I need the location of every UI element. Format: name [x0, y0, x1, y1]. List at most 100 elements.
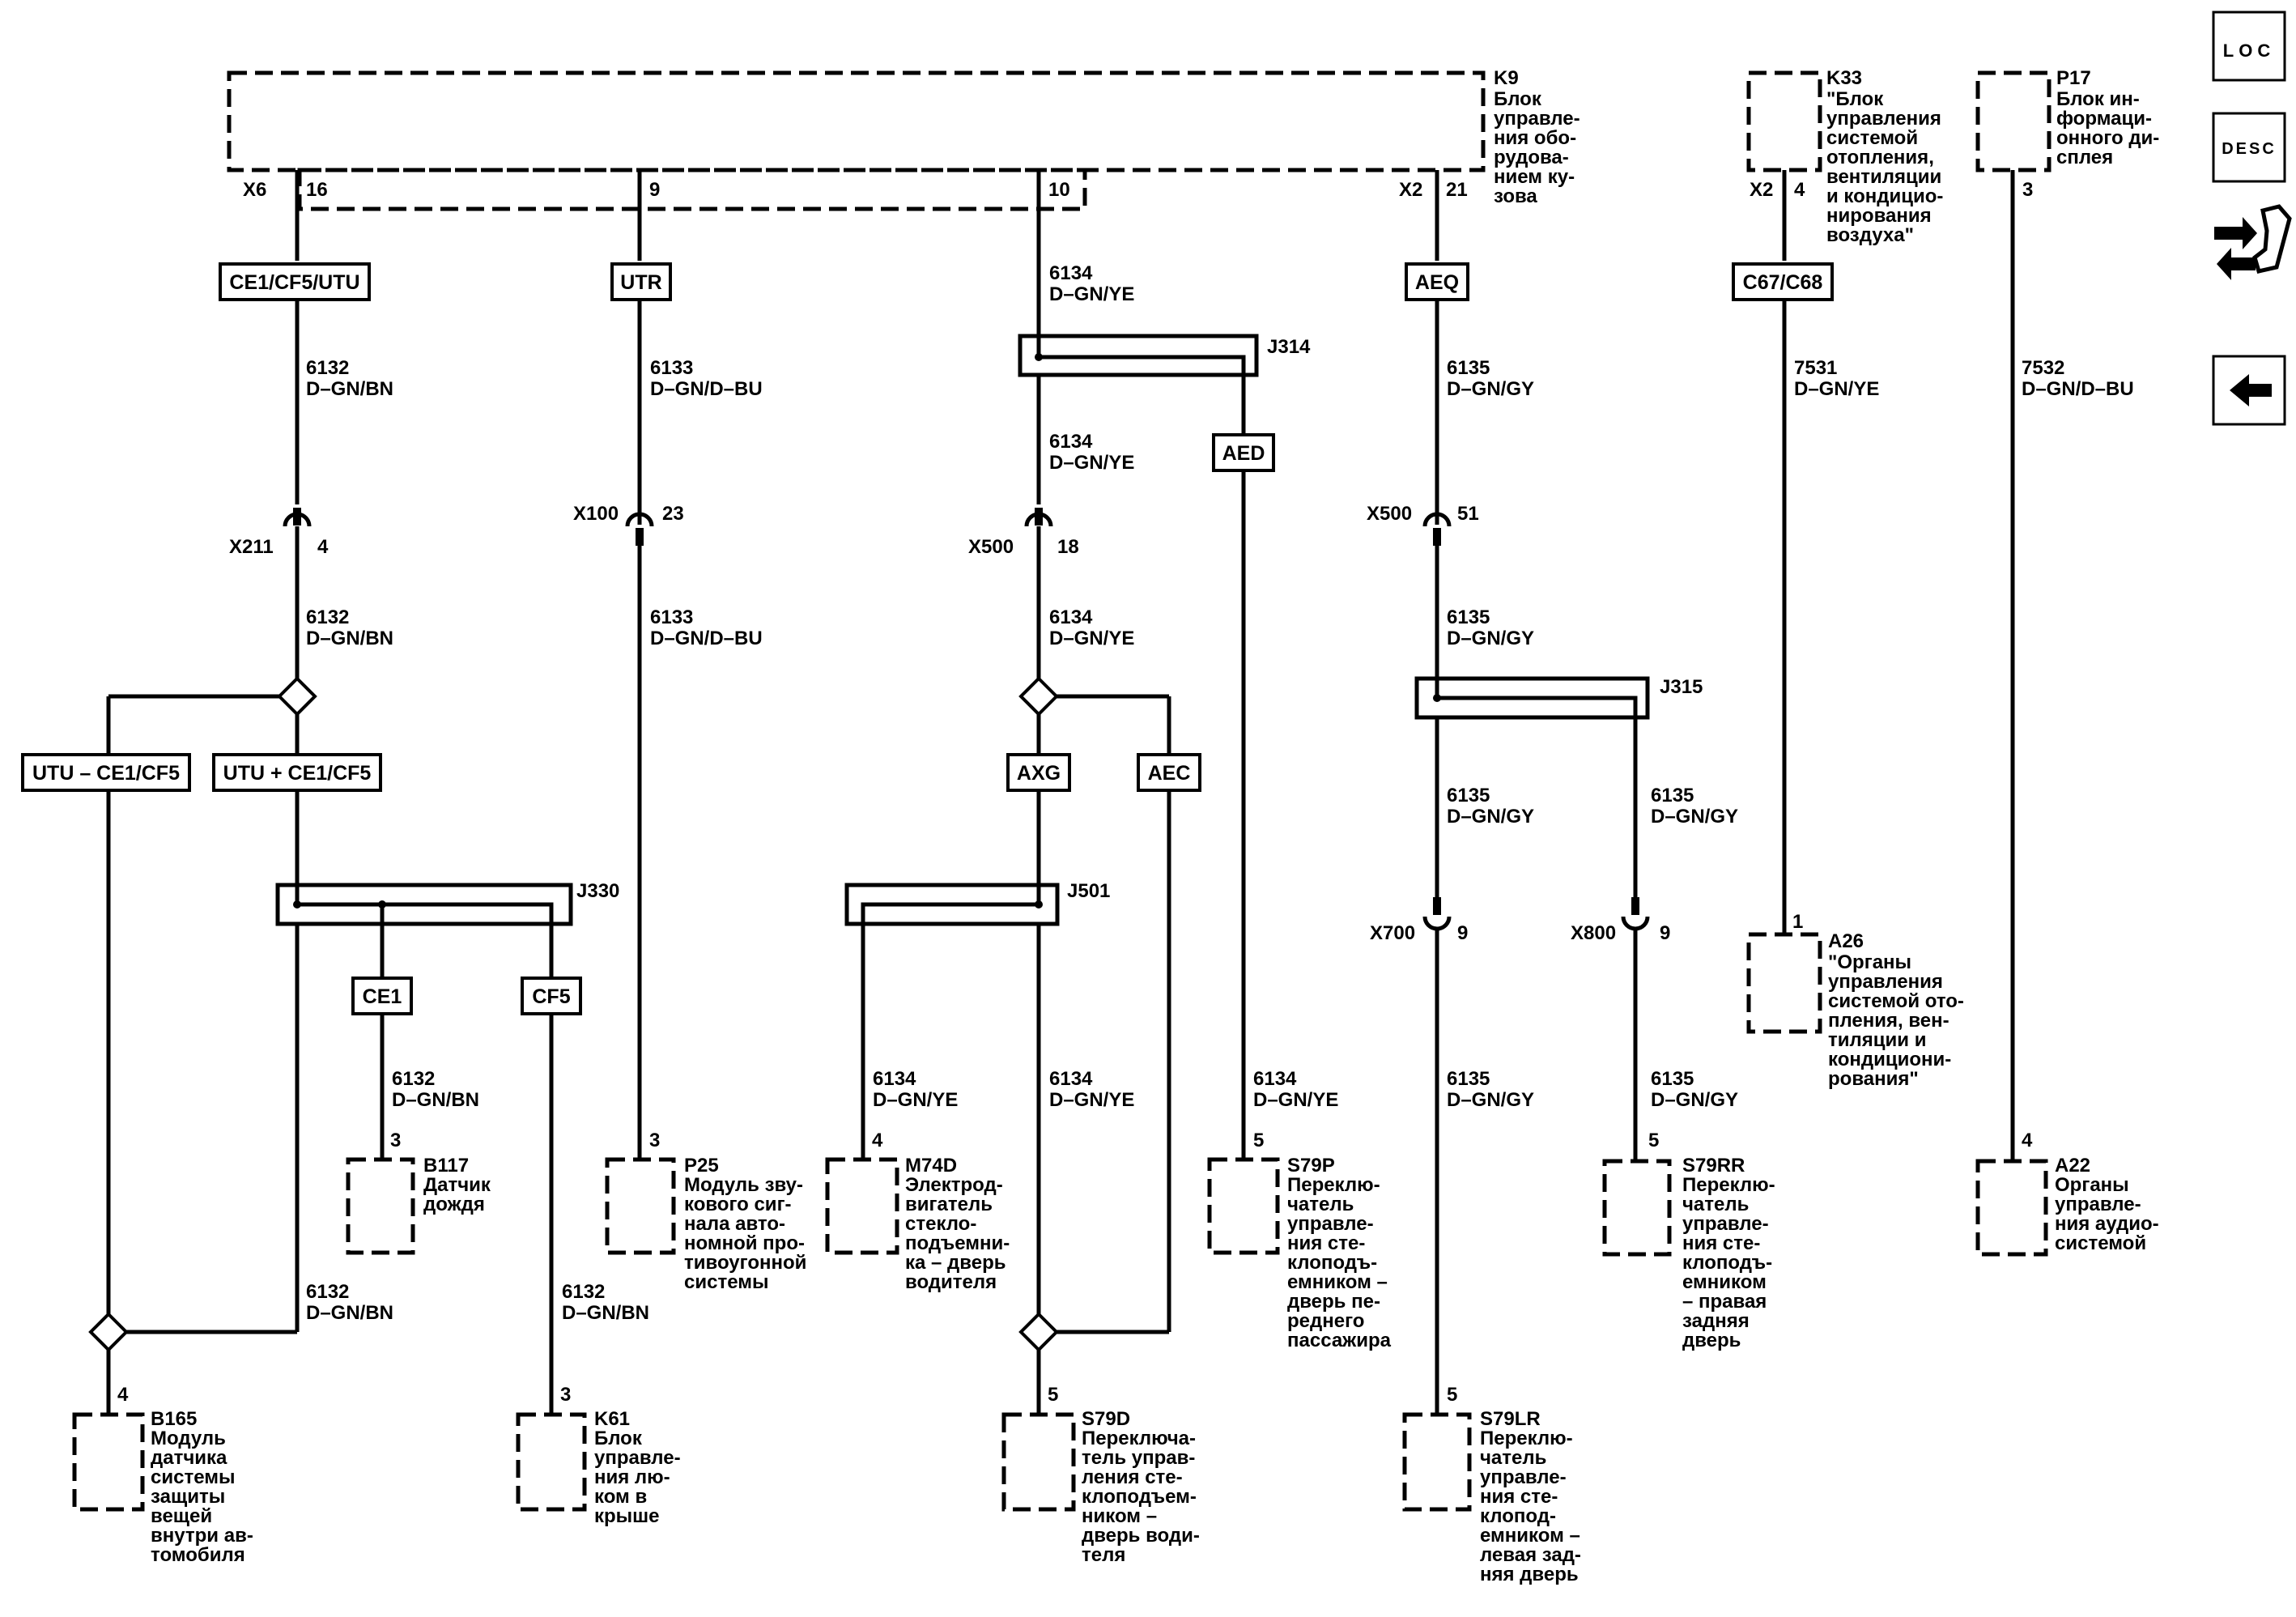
splice-label-j314: J314	[1267, 336, 1311, 358]
connector-x500-51-symbol	[1422, 512, 1452, 527]
component-k61-box[interactable]	[516, 1412, 587, 1512]
svg-text:AXG: AXG	[1017, 762, 1061, 785]
pin-label-x500-51: 51	[1457, 503, 1479, 525]
svg-text:D–GN/YE: D–GN/YE	[1253, 1089, 1338, 1111]
pin-label-s79d: 5	[1048, 1384, 1058, 1406]
component-s79p-box[interactable]	[1207, 1157, 1280, 1255]
svg-text:внутри ав-: внутри ав-	[151, 1525, 253, 1547]
svg-text:клоподъем-: клоподъем-	[1082, 1486, 1197, 1508]
svg-text:A26: A26	[1828, 930, 1864, 952]
component-p25-box[interactable]	[605, 1157, 676, 1255]
svg-text:D–GN/BN: D–GN/BN	[562, 1302, 649, 1324]
pin-label-x500-18: 18	[1057, 536, 1079, 558]
svg-text:и кондицио-: и кондицио-	[1826, 185, 1943, 207]
svg-text:Блок: Блок	[1494, 88, 1542, 110]
loc-button[interactable]: LOC	[2212, 11, 2286, 82]
svg-text:6134: 6134	[1049, 262, 1093, 284]
svg-text:A22: A22	[2055, 1155, 2090, 1177]
desc-button[interactable]: DESC	[2212, 112, 2286, 183]
svg-text:водителя: водителя	[905, 1271, 997, 1293]
svg-text:6133: 6133	[650, 357, 693, 379]
svg-text:D–GN/YE: D–GN/YE	[1049, 452, 1134, 474]
svg-text:AED: AED	[1222, 442, 1265, 465]
svg-text:формаци-: формаци-	[2056, 108, 2152, 130]
svg-text:левая зад-: левая зад-	[1480, 1544, 1581, 1566]
svg-text:емником –: емником –	[1480, 1525, 1580, 1547]
svg-text:томобиля: томобиля	[151, 1544, 245, 1566]
option-box-ce1	[351, 977, 413, 1015]
component-b117-box[interactable]	[346, 1157, 415, 1255]
connector-label-x6: X6	[243, 179, 266, 201]
svg-text:6135: 6135	[1447, 357, 1490, 379]
component-m74d-box[interactable]	[825, 1157, 899, 1255]
splice-label-j501: J501	[1067, 880, 1110, 902]
splice-diamond-6132-top	[277, 676, 317, 717]
svg-text:6132: 6132	[306, 1281, 349, 1303]
svg-text:– правая: – правая	[1682, 1291, 1767, 1313]
svg-text:реднего: реднего	[1287, 1310, 1364, 1332]
svg-text:рудова-: рудова-	[1494, 147, 1569, 168]
svg-text:управле-: управле-	[1682, 1213, 1769, 1235]
svg-text:дождя: дождя	[423, 1194, 485, 1215]
pin-label-k61: 3	[560, 1384, 571, 1406]
svg-text:Переклю-: Переклю-	[1682, 1174, 1775, 1196]
svg-text:6134: 6134	[1049, 431, 1093, 453]
svg-text:системой ото-: системой ото-	[1828, 990, 1964, 1012]
svg-text:кового сиг-: кового сиг-	[684, 1194, 792, 1215]
splice-label-j315: J315	[1660, 676, 1703, 698]
svg-text:тивоугонной: тивоугонной	[684, 1252, 806, 1274]
pin-label-x800: 9	[1660, 922, 1670, 944]
svg-text:K61: K61	[594, 1408, 630, 1430]
svg-text:отопления,: отопления,	[1826, 147, 1934, 168]
component-a26-label: A26 "Органы управления системой ото- пле…	[1828, 930, 1964, 1090]
pin-label-x700: 9	[1457, 922, 1468, 944]
component-s79d-box[interactable]	[1001, 1412, 1076, 1512]
svg-text:ния обо-: ния обо-	[1494, 127, 1576, 149]
svg-text:ния аудио-: ния аудио-	[2055, 1213, 2159, 1235]
option-box-utu-minus	[21, 753, 191, 792]
svg-text:пассажира: пассажира	[1287, 1330, 1392, 1351]
svg-text:рования": рования"	[1828, 1068, 1919, 1090]
component-a22-box[interactable]	[1975, 1159, 2048, 1257]
svg-text:6134: 6134	[1253, 1068, 1297, 1090]
component-s79rr-box[interactable]	[1602, 1159, 1672, 1257]
circuit-6134: 6134 D–GN/YE J314 6134 D–GN/YE AED 6134 …	[844, 170, 1338, 1413]
component-b165-box[interactable]	[72, 1412, 145, 1512]
svg-text:"Органы: "Органы	[1828, 951, 1911, 973]
svg-text:D–GN/BN: D–GN/BN	[306, 1302, 393, 1324]
splice-label-j330: J330	[576, 880, 619, 902]
svg-text:6135: 6135	[1447, 785, 1490, 806]
svg-text:D–GN/YE: D–GN/YE	[1049, 628, 1134, 649]
back-button[interactable]	[2212, 355, 2286, 426]
svg-text:Переключа-: Переключа-	[1082, 1428, 1196, 1449]
svg-text:вигатель: вигатель	[905, 1194, 993, 1215]
option-box-aec	[1137, 753, 1201, 792]
pin-label-k33-4: 4	[1794, 179, 1805, 201]
back-arrow-icon	[2230, 374, 2272, 406]
connector-label-x500-1: X500	[968, 536, 1014, 558]
svg-text:6135: 6135	[1651, 785, 1694, 806]
component-s79rr-label: S79RR Переклю- чатель управле- ния сте- …	[1682, 1155, 1775, 1351]
svg-text:датчика: датчика	[151, 1447, 227, 1469]
component-a26-box[interactable]	[1746, 932, 1822, 1034]
connector-tools-icon[interactable]	[2214, 204, 2292, 280]
component-s79lr-box[interactable]	[1402, 1412, 1472, 1512]
svg-text:ления сте-: ления сте-	[1082, 1466, 1183, 1488]
module-p17-box[interactable]	[1975, 70, 2052, 172]
svg-text:клопод-: клопод-	[1480, 1505, 1556, 1527]
svg-text:D–GN/GY: D–GN/GY	[1447, 806, 1534, 828]
svg-text:Переклю-: Переклю-	[1287, 1174, 1380, 1196]
module-k33-box[interactable]	[1746, 70, 1822, 172]
pin-label-x211: 4	[317, 536, 329, 558]
connector-x800-symbol	[1621, 916, 1650, 931]
svg-text:нием ку-: нием ку-	[1494, 166, 1575, 188]
svg-text:ником –: ником –	[1082, 1505, 1157, 1527]
module-k9-box[interactable]	[227, 70, 1486, 172]
option-box-utr	[610, 262, 672, 301]
svg-text:AEC: AEC	[1148, 762, 1191, 785]
svg-text:сплея: сплея	[2056, 147, 2113, 168]
svg-text:6133: 6133	[650, 606, 693, 628]
component-s79lr-label: S79LR Переклю- чатель управле- ния сте- …	[1480, 1408, 1581, 1585]
svg-text:крыше: крыше	[594, 1505, 660, 1527]
